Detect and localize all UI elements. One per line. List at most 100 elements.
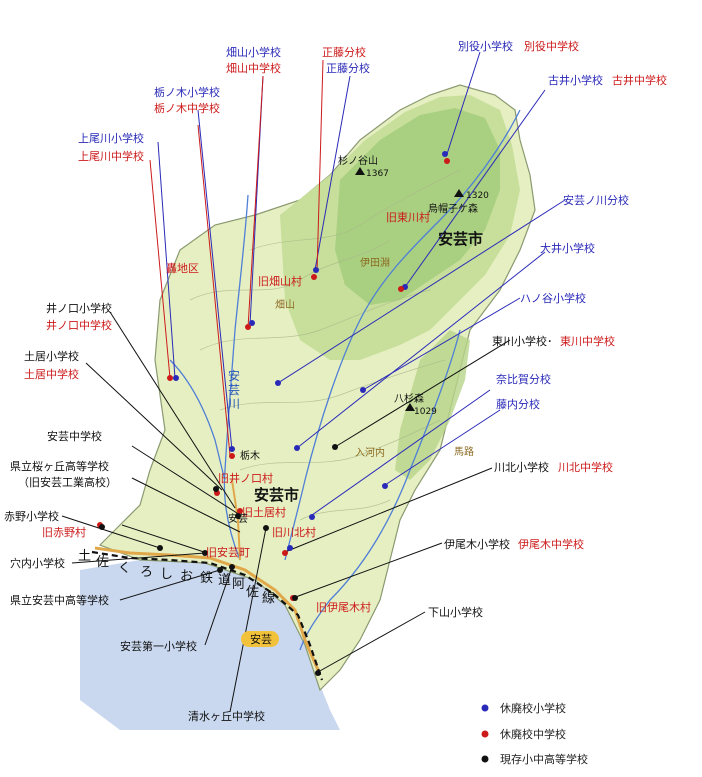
label-sakuragaoka-hs-old: （旧安芸工業高校） [18,475,117,489]
svg-text:し: し [160,567,173,582]
svg-text:ろ: ろ [140,565,153,580]
svg-text:佐: 佐 [96,555,109,570]
railway-name: 土 佐 く ろ し お 鉄 道 阿 佐 線 [78,549,275,606]
label-old-akano: 旧赤野村 [42,525,86,539]
svg-text:線: 線 [262,590,275,606]
legend-label-juniorhigh: 休廃校中学校 [500,727,566,741]
label-tochinoki-place: 栃木 [240,449,260,462]
label-inokuchi-jhs: 井ノ口中学校 [46,318,112,332]
svg-text:道: 道 [218,573,231,588]
leader-lines-existing [61,311,511,713]
dots-closed-elementary [173,151,448,551]
label-old-kawakita: 旧川北村 [272,525,316,539]
leader-lines-elementary [157,51,566,516]
label-furui-jhs: 古井中学校 [612,73,667,87]
svg-text:土: 土 [78,549,91,564]
label-fujinouchi-branch: 藤内分校 [496,397,540,411]
rivers [169,109,521,651]
label-akano-elem: 赤野小学校 [4,509,59,523]
mountain-zone-core [335,108,500,305]
label-kawakita-jhs: 川北中学校 [558,460,613,474]
peak-markers [355,167,464,411]
railway-line [91,550,324,681]
label-doi-elem: 土居小学校 [24,349,79,363]
aki-city-badge [241,631,279,647]
svg-text:佐: 佐 [246,585,259,600]
label-kawakita-elem: 川北小学校 [494,460,549,474]
label-sakuragaoka-hs: 県立桜ヶ丘高等学校 [10,459,109,473]
label-aki-city-north: 安芸市 [438,230,483,248]
label-sakae-chiku: 轟地区 [166,261,199,275]
legend: 休廃校小学校 休廃校中学校 現存小中高等学校 [481,701,588,766]
label-hassugi-peak: 八杉森 [394,392,424,405]
svg-text:鉄: 鉄 [200,571,213,586]
label-higashikawa-elem: 東川小学校･ [492,334,553,348]
label-baba: 馬路 [454,445,474,458]
sea-area [80,560,340,730]
legend-label-existing: 現存小中高等学校 [500,752,588,766]
label-akinogawa-branch: 安芸ノ川分校 [563,193,629,207]
label-aki-river-3: 川 [228,397,240,411]
label-iogi-elem: 伊尾木小学校 [444,537,510,551]
legend-dot-juniorhigh [481,730,489,738]
label-sugiyama-peak: 杉ノ谷山 [338,154,378,167]
label-eboshi-peak: 烏帽子ケ森 [428,202,478,215]
label-shoto-elem-branch: 正藤分校 [326,61,370,75]
label-aki-city-south: 安芸市 [254,486,299,504]
label-aki-station: 安芸 [228,512,248,525]
label-higashikawa-jhs: 東川中学校 [560,334,615,348]
svg-text:阿: 阿 [232,577,245,592]
label-old-higashikawa: 旧東川村 [386,210,430,224]
label-furui-elem: 古井小学校 [548,73,603,87]
label-eboshi-elev: 1320 [466,191,489,201]
label-tochinoki-jhs: 栃ノ木中学校 [154,101,220,115]
label-shoto-jhs-branch: 正藤分校 [322,45,366,59]
label-hatayama-jhs: 畑山中学校 [226,61,281,75]
label-hatayama-elem: 畑山小学校 [226,45,281,59]
coastal-road [94,546,320,671]
legend-dot-existing [481,755,489,763]
inland-road [231,479,241,561]
label-old-doi: 旧土居村 [242,505,286,519]
label-aki-badge: 安芸 [250,632,272,646]
leader-lines-juniorhigh [149,59,324,456]
label-aki-jhs: 安芸中学校 [47,429,102,443]
label-doi-jhs: 土居中学校 [24,367,79,381]
label-kamiokawa-jhs: 上尾川中学校 [78,149,144,163]
higashikawa-river [284,109,521,561]
label-old-hatayama: 旧畑山村 [258,274,302,288]
svg-text:く: く [118,561,131,576]
label-nahiga-branch: 奈比賀分校 [496,372,551,386]
label-aki-river-1: 安 [228,368,240,383]
label-oi-elem: 大井小学校 [540,241,595,255]
label-betsuyaku-elem: 別役小学校 [458,39,513,53]
label-irikawauchi: 入河内 [355,446,385,459]
label-shimoyama-elem: 下山小学校 [428,605,483,619]
label-inokuchi-elem: 井ノ口小学校 [46,301,112,315]
label-old-akicho: 旧安芸町 [206,545,250,559]
dots-existing [99,444,338,676]
label-sugiyama-elev: 1367 [366,169,389,179]
tochinoki-river [169,359,226,481]
label-tochinoki-elem: 栃ノ木小学校 [154,85,220,99]
label-kamiokawa-elem: 上尾川小学校 [78,131,144,145]
label-idabuchi: 伊田淵 [360,257,390,269]
label-betsuyaku-jhs: 別役中学校 [524,39,579,53]
legend-label-elementary: 休廃校小学校 [500,701,566,715]
legend-dot-elementary [481,704,489,712]
label-old-iogi: 旧伊尾木村 [316,600,371,614]
label-aki-river-2: 芸 [228,383,240,397]
aki-river [223,194,249,561]
label-aki-nakahs: 県立安芸中高等学校 [10,593,109,607]
label-old-inokuchi: 旧井ノ口村 [218,471,273,485]
label-hatayama-place: 畑山 [275,298,295,311]
label-anauchi-elem: 穴内小学校 [10,556,65,570]
label-aki-daiichi-elem: 安芸第一小学校 [120,639,197,653]
mountain-zone-east [395,330,470,480]
east-river [299,329,461,651]
label-hachinotani-elem: ハノ谷小学校 [520,291,586,305]
svg-text:お: お [180,569,193,584]
label-shimizugaoka-jhs: 清水ヶ丘中学校 [188,709,265,723]
